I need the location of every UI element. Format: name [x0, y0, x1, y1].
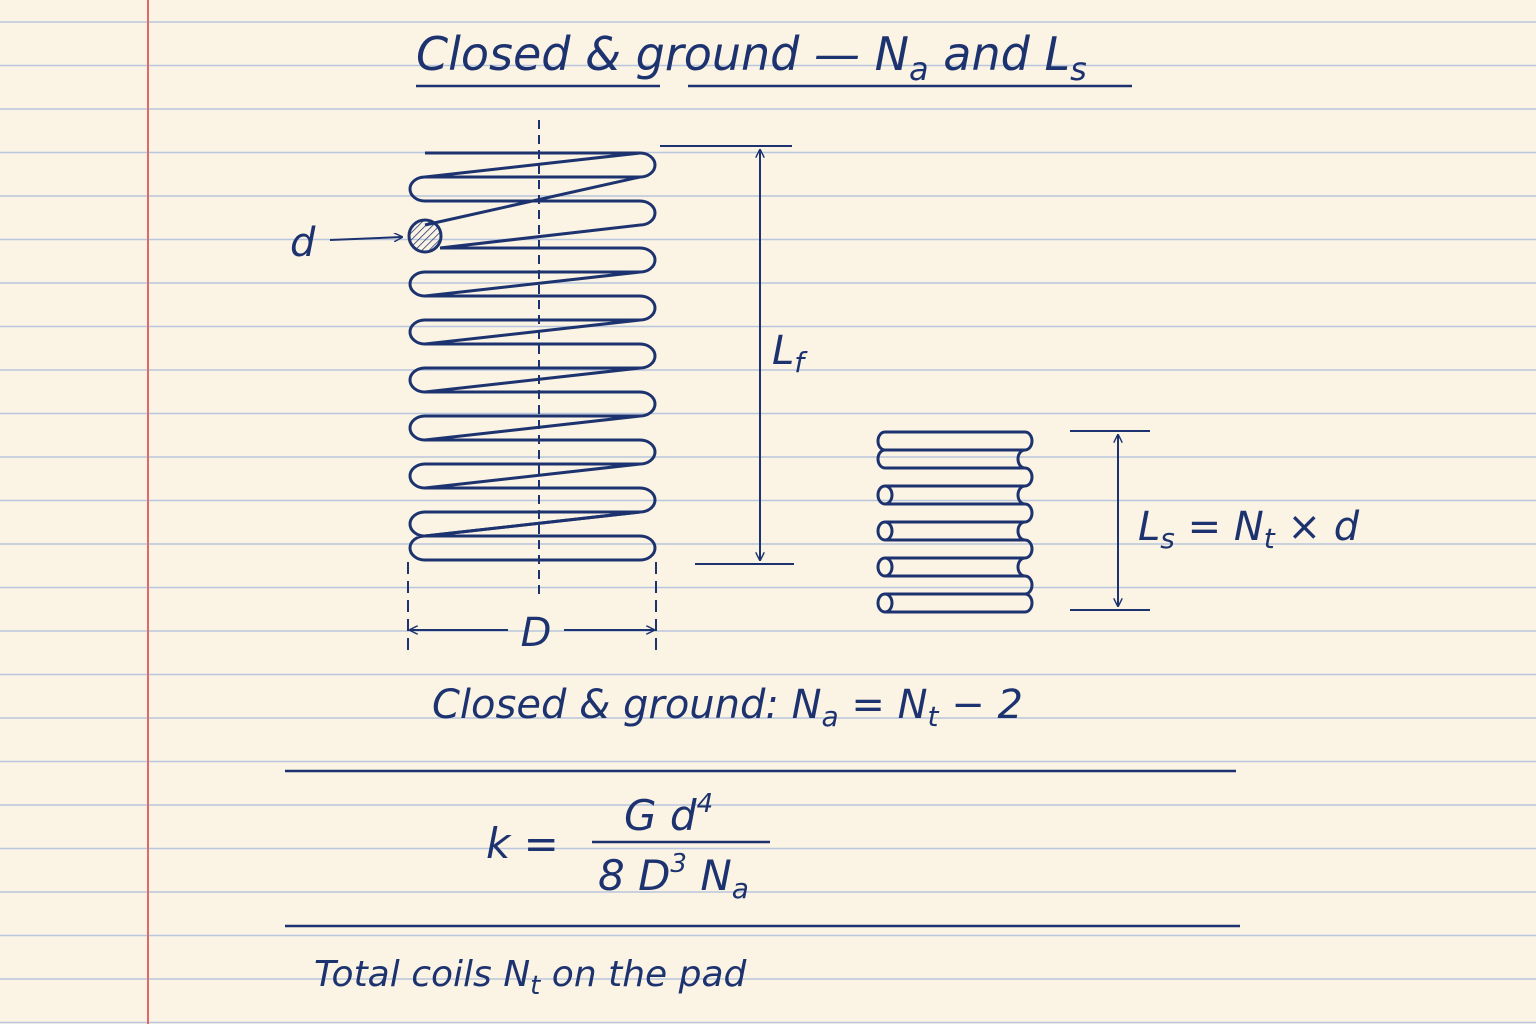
numerator-base: G d — [624, 791, 697, 840]
spring-rate-formula: k = G d4 8 D3 Na — [486, 789, 770, 905]
free-length-base: L — [772, 328, 794, 374]
numerator-exponent: 4 — [697, 789, 714, 819]
denominator-exponent: 3 — [670, 849, 687, 879]
active-coils-rule: Closed & ground: Na = Nt − 2 — [432, 682, 1023, 733]
free-spring — [407, 151, 657, 562]
wire-cross-section — [407, 218, 443, 254]
wire-diameter-arrow — [329, 237, 402, 240]
footnote-post: on the pad — [540, 954, 747, 995]
mean-diameter-label: D — [521, 610, 552, 656]
rule-mid: = N — [839, 682, 928, 728]
footnote: Total coils Nt on the pad — [314, 954, 748, 1001]
footnote-pre: Total coils N — [314, 954, 530, 995]
rule-tail: − 2 — [939, 682, 1023, 728]
title-mid: and L — [929, 27, 1070, 81]
solid-spring-coils — [876, 430, 1034, 614]
ruled-lines — [0, 21, 1536, 1024]
free-length-label: Lf — [772, 328, 808, 379]
denominator-mid: N — [687, 851, 732, 900]
page-title: Closed & ground — Na and Ls — [416, 27, 1087, 88]
free-length-sub: f — [794, 346, 808, 379]
solid-length-label: Ls = Nt × d — [1138, 504, 1360, 555]
formula-lhs: k = — [486, 819, 559, 868]
formula-numerator: G d4 — [624, 789, 713, 840]
free-spring-coils — [408, 151, 657, 562]
title-sub-a: a — [909, 50, 929, 88]
rule-sub-a: a — [822, 700, 839, 733]
solid-length-eq: = N — [1175, 504, 1264, 550]
footnote-sub-t: t — [530, 971, 541, 1001]
solid-length-n-sub: t — [1264, 522, 1276, 555]
title-sub-s: s — [1070, 50, 1087, 88]
denominator-pre: 8 D — [598, 851, 670, 900]
solid-length-lhs: L — [1138, 504, 1160, 550]
title-prefix: Closed & ground — N — [416, 27, 909, 81]
wire-diameter-label: d — [290, 220, 316, 266]
free-spring-diagonals — [424, 151, 641, 538]
solid-spring — [876, 430, 1034, 614]
rule-sub-t: t — [928, 700, 940, 733]
solid-length-tail: × d — [1275, 504, 1360, 550]
rule-text: Closed & ground: N — [432, 682, 822, 728]
solid-length-lhs-sub: s — [1160, 522, 1175, 555]
denominator-sub: a — [732, 872, 749, 905]
formula-denominator: 8 D3 Na — [598, 849, 749, 905]
